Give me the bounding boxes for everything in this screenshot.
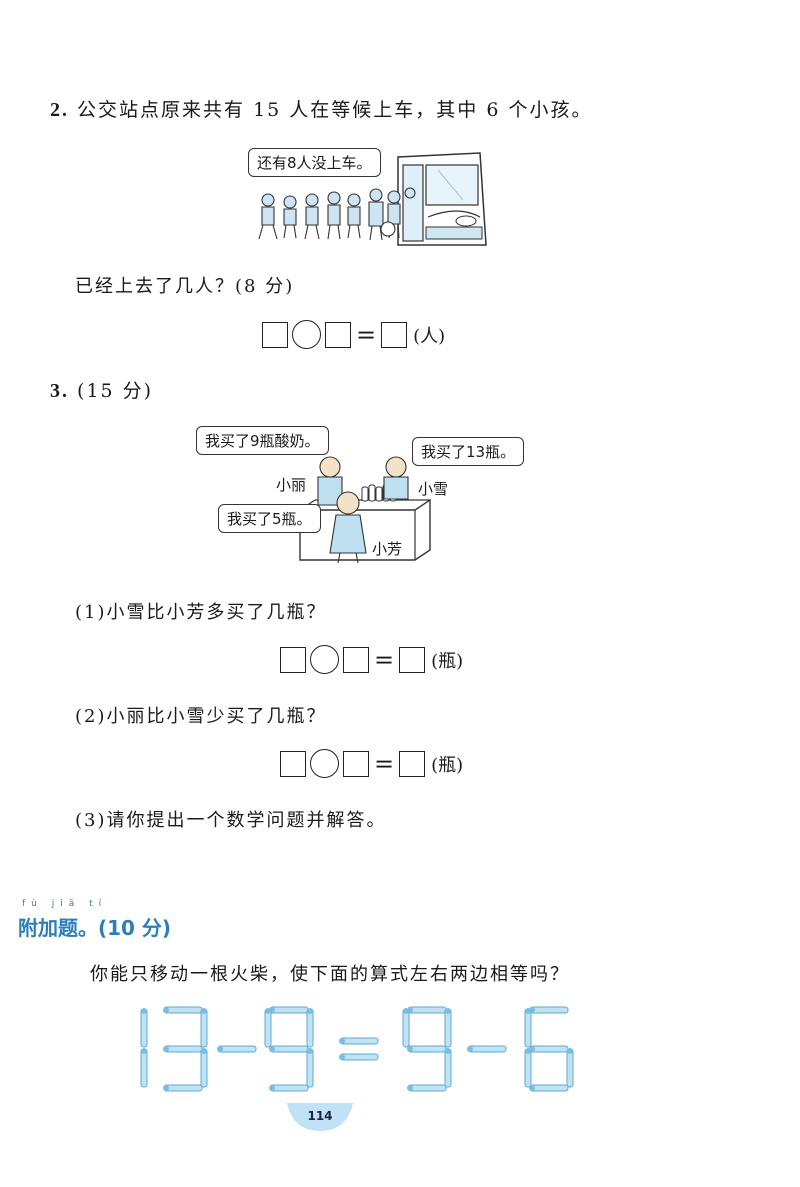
extra-question: 你能只移动一根火柴，使下面的算式左右两边相等吗？ bbox=[90, 964, 570, 985]
digit-6 bbox=[524, 1006, 574, 1092]
operator-circle[interactable] bbox=[310, 749, 339, 778]
q2-title: 2. 公交站点原来共有 15 人在等候上车，其中 6 个小孩。 bbox=[50, 95, 592, 122]
answer-box[interactable] bbox=[280, 750, 306, 777]
digit-3 bbox=[162, 1006, 208, 1092]
q3-sub1: (1)小雪比小芳多买了几瓶？ bbox=[75, 602, 327, 623]
digit-9 bbox=[264, 1006, 314, 1092]
matchstick-equation bbox=[130, 1005, 600, 1095]
q2-text: 公交站点原来共有 15 人在等候上车，其中 6 个小孩。 bbox=[77, 99, 593, 121]
equals-sign: = bbox=[374, 645, 395, 674]
label-xiaofang: 小芳 bbox=[372, 540, 403, 558]
answer-box[interactable] bbox=[343, 750, 369, 777]
bubble-xiaoli: 我买了9瓶酸奶。 bbox=[196, 426, 329, 455]
q2-question: 已经上去了几人？(8 分) bbox=[75, 276, 295, 297]
unit-label: (人) bbox=[413, 325, 446, 347]
q3-number: 3. bbox=[50, 380, 69, 402]
q3-sub2-equation: = (瓶) bbox=[280, 749, 463, 778]
matchstick-puzzle[interactable] bbox=[130, 1005, 600, 1095]
result-box[interactable] bbox=[381, 321, 408, 348]
q2-answer-equation: = (人) bbox=[262, 320, 445, 349]
q3-sub3: (3)请你提出一个数学问题并解答。 bbox=[75, 810, 387, 831]
equals-sign: = bbox=[356, 320, 377, 349]
page-number: 114 bbox=[307, 1109, 333, 1123]
answer-box[interactable] bbox=[280, 646, 306, 673]
bubble-xiaoxue: 我买了13瓶。 bbox=[412, 437, 525, 466]
operator-circle[interactable] bbox=[292, 320, 321, 349]
q3-title: 3. (15 分) bbox=[50, 376, 153, 403]
bus-illustration bbox=[248, 145, 488, 250]
digit-1 bbox=[140, 1007, 148, 1088]
q2-number: 2. bbox=[50, 99, 69, 121]
bus-scene-image bbox=[258, 152, 487, 246]
page-number-tab: 114 bbox=[287, 1103, 353, 1133]
minus-sign-1 bbox=[216, 1045, 257, 1053]
label-xiaoxue: 小雪 bbox=[418, 480, 449, 498]
result-box[interactable] bbox=[399, 750, 426, 777]
equals-sign: = bbox=[374, 749, 395, 778]
digit-9-right bbox=[402, 1006, 452, 1092]
extra-pinyin: fù jiā tí bbox=[22, 899, 108, 909]
operator-circle[interactable] bbox=[310, 645, 339, 674]
bubble-xiaofang: 我买了5瓶。 bbox=[218, 504, 321, 533]
q3-sub2: (2)小丽比小雪少买了几瓶？ bbox=[75, 706, 327, 727]
answer-box[interactable] bbox=[325, 321, 351, 348]
q3-sub1-equation: = (瓶) bbox=[280, 645, 463, 674]
equals-sign-matches bbox=[338, 1037, 379, 1061]
answer-box[interactable] bbox=[262, 321, 288, 348]
minus-sign-2 bbox=[466, 1045, 507, 1053]
unit-label: (瓶) bbox=[431, 754, 464, 776]
label-xiaoli: 小丽 bbox=[276, 476, 307, 494]
shop-illustration bbox=[290, 445, 440, 570]
q2-speech-bubble: 还有8人没上车。 bbox=[248, 148, 381, 177]
result-box[interactable] bbox=[399, 646, 426, 673]
page-tab-shape bbox=[287, 1103, 353, 1131]
unit-label: (瓶) bbox=[431, 650, 464, 672]
extra-title: 附加题。(10 分) bbox=[18, 916, 172, 940]
answer-box[interactable] bbox=[343, 646, 369, 673]
shop-scene-image bbox=[299, 456, 431, 564]
q3-text: (15 分) bbox=[77, 380, 154, 402]
